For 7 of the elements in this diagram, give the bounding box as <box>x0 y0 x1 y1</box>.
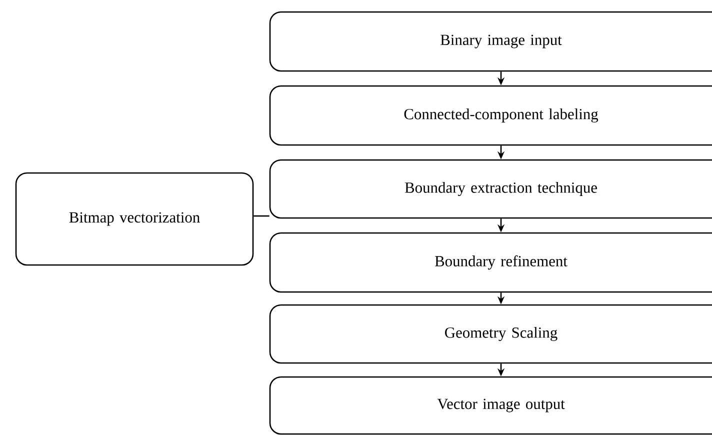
process-box: Binary image input <box>269 11 712 72</box>
process-box: Boundary extraction technique <box>269 159 712 219</box>
process-box: Connected-component labeling <box>269 85 712 146</box>
process-box: Geometry Scaling <box>269 304 712 364</box>
process-box: Bitmap vectorization <box>15 172 254 266</box>
process-box: Vector image output <box>269 376 712 435</box>
process-box: Boundary refinement <box>269 232 712 293</box>
